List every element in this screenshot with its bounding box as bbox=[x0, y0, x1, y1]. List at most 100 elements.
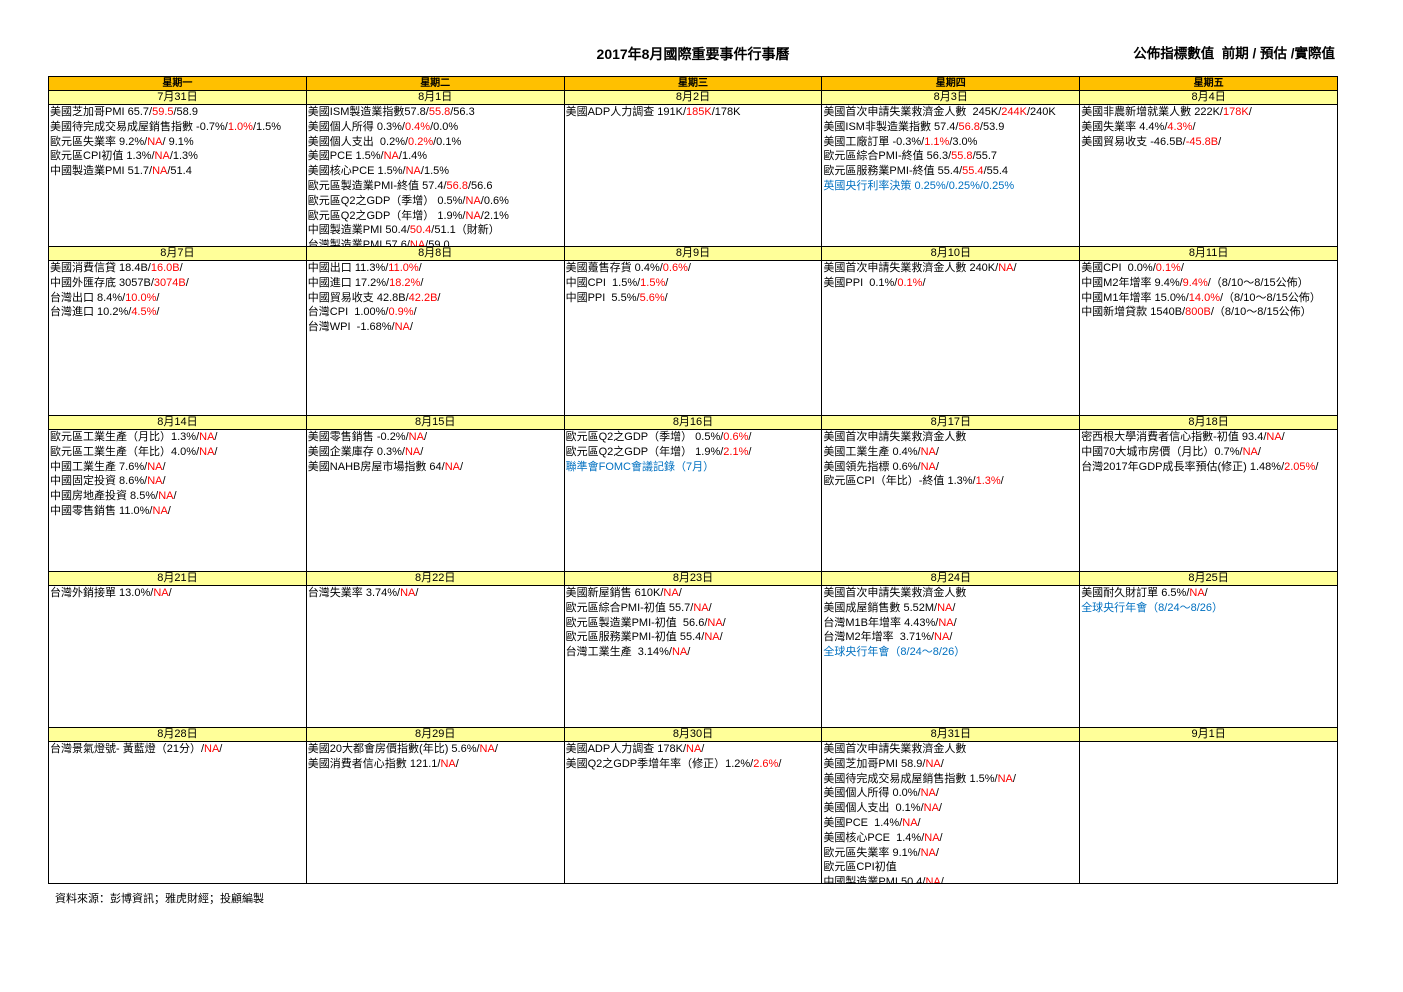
forecast-value: 14.0% bbox=[1188, 291, 1220, 304]
indicator-text: 美國零售銷售 -0.2%/ bbox=[307, 431, 409, 443]
indicator-text: / bbox=[664, 291, 668, 304]
forecast-value: 0.1% bbox=[897, 276, 923, 289]
forecast-value: NA bbox=[199, 445, 215, 458]
date-cell: 8月23日 bbox=[564, 572, 822, 585]
indicator-text: 密西根大學消費者信心指數-初值 93.4/ bbox=[1081, 431, 1267, 443]
weekday-header-monday: 星期一 bbox=[49, 77, 306, 90]
indicator-text: 歐元區Q2之GDP（年增） 1.9%/ bbox=[565, 445, 724, 458]
forecast-value: NA bbox=[997, 772, 1013, 785]
forecast-value: NA bbox=[158, 490, 174, 503]
event-line: 美國PCE 1.5%/NA/1.4% bbox=[308, 149, 563, 164]
forecast-value: 10.0% bbox=[125, 291, 157, 304]
indicator-text: 中國M2年增率 9.4%/ bbox=[1081, 276, 1183, 289]
event-line: 台灣CPI 1.00%/0.9%/ bbox=[308, 305, 563, 320]
event-line: 美國ISM製造業指數57.8/55.8/56.3 bbox=[308, 105, 563, 120]
indicator-text: 美國ADP人力調查 191K/ bbox=[565, 106, 687, 118]
event-line: 美國企業庫存 0.3%/NA/ bbox=[308, 445, 563, 460]
day-events-cell: 台灣景氣燈號- 黃藍燈（21分）/NA/ bbox=[49, 742, 306, 883]
event-line: 美國消費者信心指數 121.1/NA/ bbox=[308, 757, 563, 772]
forecast-value: NA bbox=[937, 601, 953, 614]
forecast-value: 42.2B bbox=[408, 291, 438, 304]
forecast-value: NA bbox=[400, 587, 416, 599]
indicator-text: 中國貿易收支 42.8B/ bbox=[307, 291, 409, 304]
indicator-text: 美國PPI 0.1%/ bbox=[823, 276, 898, 289]
date-cell: 9月1日 bbox=[1080, 728, 1337, 741]
indicator-text: 美國消費信貸 18.4B/ bbox=[50, 262, 151, 274]
indicator-text: 中國出口 11.3%/ bbox=[307, 262, 389, 274]
indicator-text: / bbox=[935, 846, 939, 859]
indicator-text: 台灣製造業PMI 57.6/ bbox=[307, 239, 410, 246]
indicator-text: / bbox=[938, 802, 942, 815]
indicator-text: / bbox=[1012, 772, 1016, 785]
indicator-text: / bbox=[952, 601, 956, 614]
indicator-text: 中國CPI 1.5%/ bbox=[565, 276, 641, 289]
indicator-text: / bbox=[1248, 106, 1252, 118]
event-line: 美國個人所得 0.0%/NA/ bbox=[823, 786, 1078, 801]
event-line: 台灣景氣燈號- 黃藍燈（21分）/NA/ bbox=[50, 742, 305, 757]
indicator-text: / bbox=[168, 587, 172, 599]
indicator-text: / bbox=[167, 504, 171, 517]
event-line: 歐元區失業率 9.2%/NA/ 9.1% bbox=[50, 135, 305, 150]
forecast-value: NA bbox=[404, 445, 421, 458]
forecast-value: 2.05% bbox=[1284, 460, 1316, 473]
indicator-text: / bbox=[678, 587, 682, 599]
event-line: 歐元區Q2之GDP（季增） 0.5%/0.6%/ bbox=[566, 430, 821, 445]
event-note: 英國央行利率決策 0.25%/0.25%/0.25% bbox=[823, 179, 1015, 192]
day-events-cell: 美國首次申請失業救濟金人數美國芝加哥PMI 58.9/NA/美國待完成交易成屋銷… bbox=[822, 742, 1080, 883]
forecast-value: NA bbox=[934, 631, 950, 644]
event-line: 美國Q2之GDP季增年率（修正）1.2%/2.6%/ bbox=[566, 757, 821, 772]
weekday-header-friday: 星期五 bbox=[1080, 77, 1337, 90]
indicator-text: /178K bbox=[711, 106, 741, 118]
indicator-text: /0.6% bbox=[480, 194, 509, 207]
indicator-text: / bbox=[1192, 120, 1196, 133]
indicator-text: 美國失業率 4.4%/ bbox=[1081, 120, 1168, 133]
indicator-text: / bbox=[665, 276, 669, 289]
day-events-cell bbox=[1080, 742, 1337, 883]
forecast-value: NA bbox=[152, 165, 168, 178]
forecast-value: 2.6% bbox=[753, 757, 779, 770]
indicator-text: 美國芝加哥PMI 58.9/ bbox=[823, 757, 926, 770]
event-line: 台灣進口 10.2%/4.5%/ bbox=[50, 305, 305, 320]
indicator-text: /（8/10～8/15公佈） bbox=[1207, 276, 1309, 289]
event-line: 美國成屋銷售數 5.52M/NA/ bbox=[823, 601, 1078, 616]
event-line: 歐元區製造業PMI-初值 56.6/NA/ bbox=[566, 616, 821, 631]
event-line: 美國領先指標 0.6%/NA/ bbox=[823, 460, 1078, 475]
event-line: 中國貿易收支 42.8B/42.2B/ bbox=[308, 291, 563, 306]
indicator-text: 歐元區工業生產（年比）4.0%/ bbox=[50, 445, 200, 458]
indicator-text: 歐元區Q2之GDP（年增） 1.9%/ bbox=[307, 209, 466, 222]
forecast-value: NA bbox=[1266, 431, 1282, 443]
forecast-value: NA bbox=[707, 616, 723, 629]
event-line: 台灣2017年GDP成長率預估(修正) 1.48%/2.05%/ bbox=[1081, 460, 1336, 475]
indicator-text: / bbox=[423, 431, 427, 443]
event-line: 美國ADP人力調查 191K/185K/178K bbox=[566, 105, 821, 120]
event-line: 美國核心PCE 1.4%/NA/ bbox=[823, 831, 1078, 846]
event-line: 美國待完成交易成屋銷售指數 1.5%/NA/ bbox=[823, 772, 1078, 787]
forecast-value: NA bbox=[704, 631, 720, 644]
event-line: 美國工業生產 0.4%/NA/ bbox=[823, 445, 1078, 460]
date-cell: 8月15日 bbox=[306, 416, 564, 429]
legend-note: 公佈指標數值 前期 / 預估 /實際值 bbox=[1133, 46, 1335, 61]
forecast-value: 0.2% bbox=[408, 135, 434, 148]
weekday-header-wednesday: 星期三 bbox=[564, 77, 822, 90]
indicator-text: / bbox=[1180, 262, 1184, 274]
event-line: 美國待完成交易成屋銷售指數 -0.7%/1.0%/1.5% bbox=[50, 120, 305, 135]
forecast-value: NA bbox=[153, 587, 169, 599]
forecast-value: NA bbox=[693, 601, 709, 614]
forecast-value: NA bbox=[465, 194, 481, 207]
forecast-value: 1.5% bbox=[640, 276, 666, 289]
indicator-text: 美國Q2之GDP季增年率（修正）1.2%/ bbox=[565, 757, 754, 770]
forecast-value: 1.3% bbox=[975, 475, 1001, 488]
indicator-text: 歐元區製造業PMI-初值 56.6/ bbox=[565, 616, 708, 629]
indicator-text: / bbox=[162, 460, 166, 473]
indicator-text: / bbox=[460, 460, 464, 473]
day-events-cell: 美國首次申請失業救濟金人數美國工業生產 0.4%/NA/美國領先指標 0.6%/… bbox=[822, 430, 1080, 571]
indicator-text: 美國20大都會房價指數(年比) 5.6%/ bbox=[307, 743, 480, 755]
indicator-text: 台灣景氣燈號- 黃藍燈（21分）/ bbox=[50, 743, 205, 755]
event-line: 中國固定投資 8.6%/NA/ bbox=[50, 474, 305, 489]
indicator-text: 美國工廠訂單 -0.3%/ bbox=[823, 135, 925, 148]
indicator-text: 美國首次申請失業救濟金人數 245K/ bbox=[823, 106, 1002, 118]
day-events-cell: 中國出口 11.3%/11.0%/中國進口 17.2%/18.2%/中國貿易收支… bbox=[306, 261, 564, 415]
indicator-text: / bbox=[935, 787, 939, 800]
